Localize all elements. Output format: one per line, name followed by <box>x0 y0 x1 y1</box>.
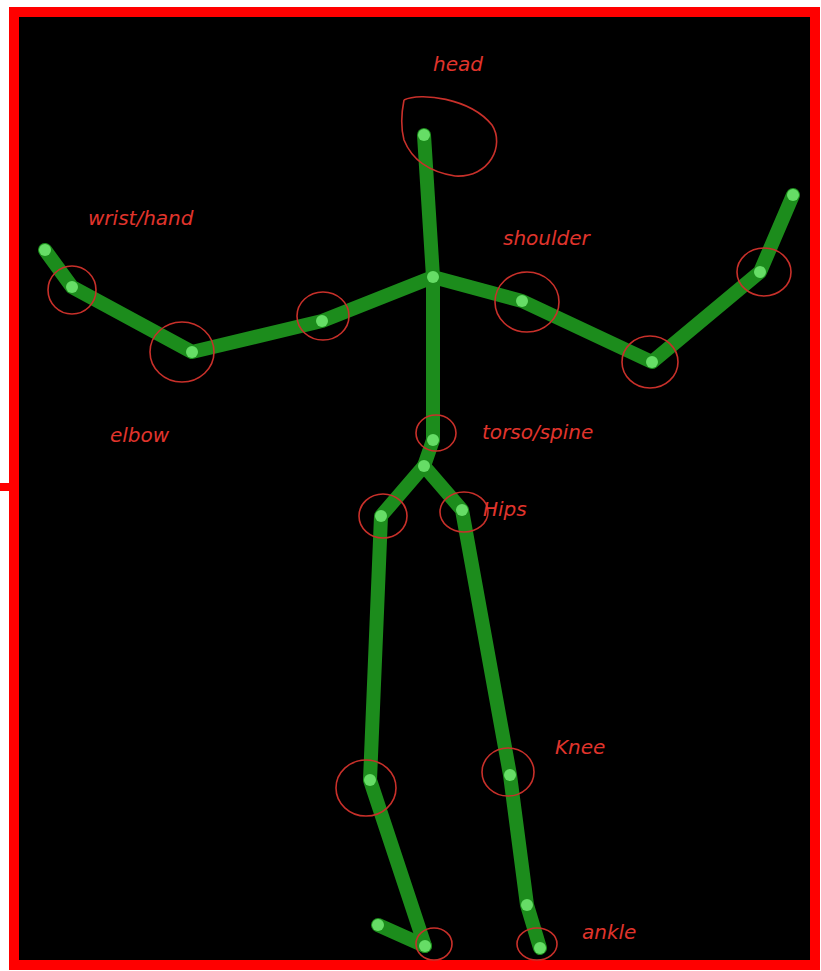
bones <box>45 135 793 948</box>
part-label: torso/spine <box>482 420 593 444</box>
part-label: Hips <box>483 497 527 521</box>
right-leg-bone <box>424 466 540 948</box>
right-arm-bone <box>433 195 793 362</box>
left-arm-bone <box>45 250 433 352</box>
frame <box>14 12 815 965</box>
neck-bone <box>424 135 433 277</box>
head-circle <box>402 97 497 176</box>
part-label: ankle <box>582 920 636 944</box>
part-label: shoulder <box>503 226 590 250</box>
part-label: elbow <box>110 423 169 447</box>
joint-dots <box>39 129 799 954</box>
joint-circles <box>48 97 791 960</box>
part-label: Knee <box>555 735 605 759</box>
part-label: head <box>433 52 483 76</box>
part-label: wrist/hand <box>88 206 193 230</box>
